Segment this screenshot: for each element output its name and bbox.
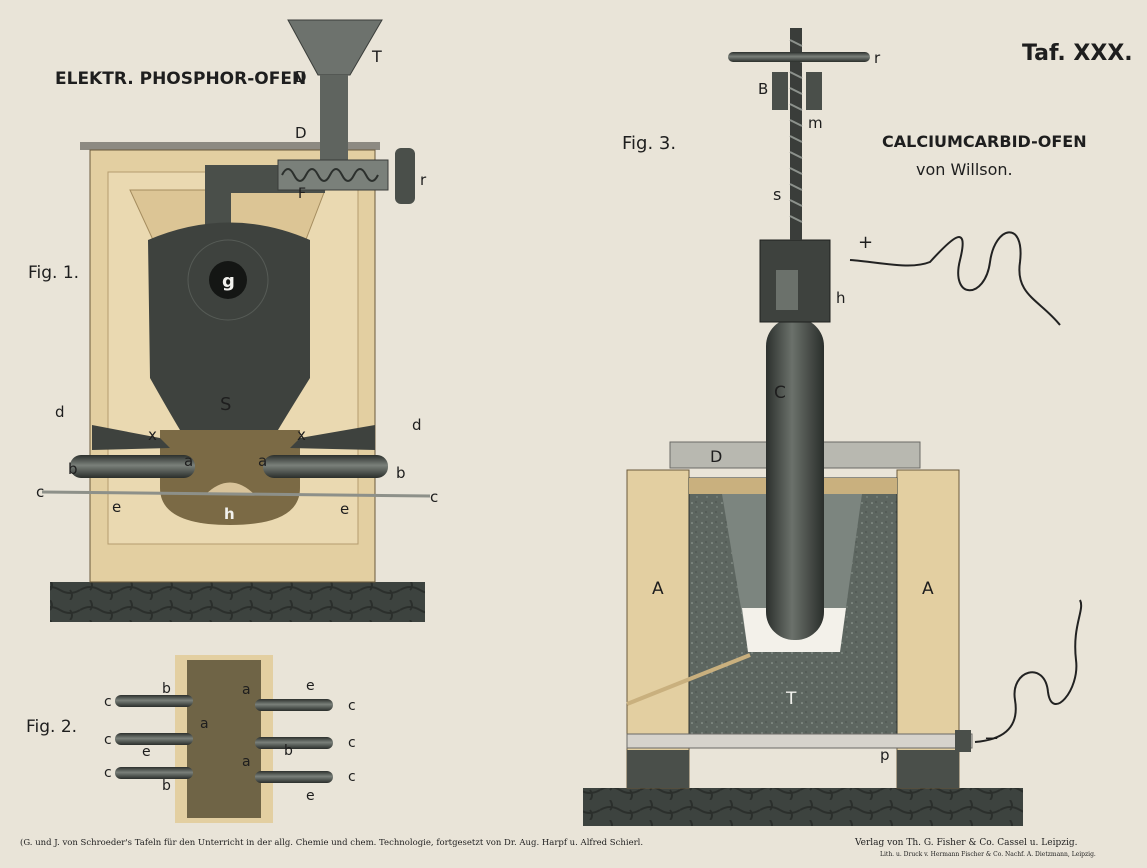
fig2-letter-c: c [104,765,112,781]
fig1-letter-r: r [420,171,427,189]
fig1-letter-a-left: a [184,452,193,470]
fig3-positive-cable [849,231,1061,326]
fig1-electrode-right [263,455,388,478]
fig1-letter-d: D [295,68,307,86]
fig3-adjusting-screw [790,28,802,240]
fig1-letter-e-right: e [340,500,349,518]
fig2-letter-e: e [306,788,315,804]
fig3-bracket [772,72,788,110]
fig1-feed-pipe [320,75,348,160]
fig1-hopper [287,19,383,76]
fig1-label: Fig. 1. [28,263,79,283]
fig1-letter-c-left: c [36,483,44,501]
fig2-rod [255,737,333,749]
fig1-title: ELEKTR. PHOSPHOR-OFEN [55,69,306,89]
fig1-letter-s: S [220,394,231,415]
fig1-foundation [50,582,425,622]
fig1-electrode-left [70,455,195,478]
fig3-letter-r: r [874,49,881,67]
fig1-letter-c-right: c [430,488,438,506]
fig2-letter-a: a [200,716,209,732]
fig3-label: Fig. 3. [622,133,676,154]
fig2-rod [255,771,333,783]
fig2-core [187,660,261,818]
fig3-letter-a-right: A [922,579,934,599]
fig2-letter-a: a [242,682,251,698]
fig3-letter-t: T [785,689,797,709]
fig3-subtitle: von Willson. [916,160,1013,179]
fig3-letter-c: C [774,383,786,403]
fig3-tap-hole [626,653,751,706]
fig3-letter-s: s [773,185,781,204]
fig1-screw-conveyor [277,159,389,191]
fig2-rod [115,767,193,779]
fig2-letter-e: e [142,744,151,760]
left-footer: (G. und J. von Schroeder's Tafeln für de… [20,837,643,848]
fig3-letter-p: p [880,746,890,764]
fig1-cross-rod [41,490,431,498]
fig1-letter-d-right: d [412,416,422,434]
fig3-bottom-plate [626,733,973,749]
fig3-letter-b: B [758,80,768,98]
fig2-letter-a: a [242,754,251,770]
fig3-letter-h: h [836,289,846,307]
fig3-foundation [583,788,1023,826]
fig2-label: Fig. 2. [26,717,77,737]
fig3-letter-m: m [808,114,823,132]
fig2-letter-c: c [348,735,356,751]
fig1-letter-f: F [298,186,306,202]
fig1-handwheel [395,148,415,204]
fig3-letter-d: D [710,447,722,466]
fig1-letter-e-left: e [112,498,121,516]
fig3-negative-cable [974,599,1083,743]
fig1-letter-b-right: b [396,464,406,482]
fig2-letter-b: b [162,778,171,794]
fig3-letter-minus: − [984,728,999,749]
fig3-carbide-furnace: Fig. 3. CALCIUMCARBID-OFEN von Willson. … [583,28,1087,826]
fig1-gas-outlet [209,261,247,299]
fig2-letter-c: c [104,732,112,748]
fig3-title: CALCIUMCARBID-OFEN [882,132,1087,151]
fig1-letter-d-left: d [55,403,65,421]
fig1-top-plate [80,142,380,150]
right-footer: Verlag von Th. G. Fisher & Co. Cassel u.… [854,838,1078,848]
fig1-letter-d-lower: D [295,124,307,142]
fig3-handle-bar [728,52,870,62]
fig1-letter-a-right: a [258,452,267,470]
fig3-letter-plus: + [858,232,873,253]
fig1-letter-g: g [222,271,235,292]
fig2-letter-c: c [348,769,356,785]
fig1-letter-h: h [224,505,235,523]
fig3-carbon-electrode [766,318,824,640]
fig2-rod [255,699,333,711]
fig2-letter-c: c [348,698,356,714]
fig2-electrode-detail: Fig. 2. c c c c c c b b b a a a e e e [26,655,356,823]
fig1-letter-b-left: b [68,460,78,478]
fig2-letter-b: b [284,743,293,759]
fig1-phosphor-furnace: ELEKTR. PHOSPHOR-OFEN Fig. 1. T D D r F … [28,19,438,622]
fig1-letter-x-left: x [148,426,157,444]
fig2-letter-e: e [306,678,315,694]
fig1-letter-x-right: x [297,426,306,444]
plate-number: Taf. XXX. [1022,41,1133,66]
fig2-rod [115,733,193,745]
fig1-melt-zone [160,430,300,525]
fig3-letter-a-left: A [652,579,664,599]
fig2-letter-b: b [162,681,171,697]
fig2-rod [115,695,193,707]
fig2-letter-c: c [104,694,112,710]
printer-line: Lith. u. Druck v. Hermann Fischer & Co. … [880,851,1096,858]
fig1-letter-t: T [371,47,382,66]
